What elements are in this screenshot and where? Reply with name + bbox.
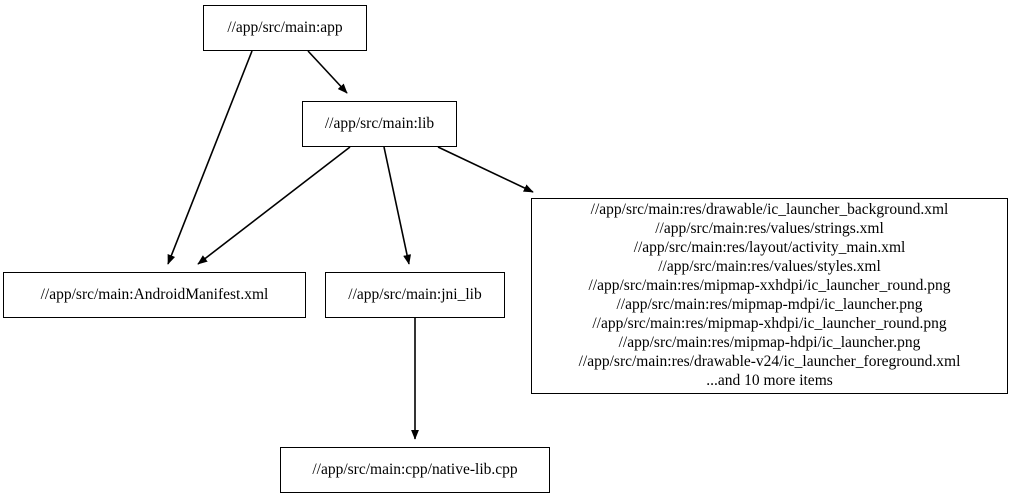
graph-node-native-lib-cpp-label: //app/src/main:cpp/native-lib.cpp	[312, 461, 518, 479]
graph-node-resources-line: //app/src/main:res/mipmap-xxhdpi/ic_laun…	[588, 277, 951, 295]
graph-node-lib-label: //app/src/main:lib	[324, 115, 435, 133]
edge-app-to-manifest	[167, 50, 253, 265]
graph-node-lib[interactable]: //app/src/main:lib	[302, 101, 457, 147]
graph-node-resources-group[interactable]: //app/src/main:res/drawable/ic_launcher_…	[531, 198, 1008, 394]
graph-node-app[interactable]: //app/src/main:app	[203, 5, 367, 51]
edge-lib-to-manifest	[197, 146, 351, 265]
edge-lib-to-jni-lib	[383, 146, 411, 265]
graph-node-resources-line: //app/src/main:res/drawable-v24/ic_launc…	[578, 352, 961, 370]
graph-node-app-label: //app/src/main:app	[227, 19, 343, 37]
graph-node-resources-line: //app/src/main:res/values/styles.xml	[658, 258, 881, 276]
edge-app-to-lib	[307, 50, 348, 94]
graph-node-android-manifest[interactable]: //app/src/main:AndroidManifest.xml	[3, 272, 306, 318]
graph-node-resources-line: //app/src/main:res/layout/activity_main.…	[633, 239, 906, 257]
graph-node-resources-line: //app/src/main:res/drawable/ic_launcher_…	[590, 201, 949, 219]
graph-node-resources-line: ...and 10 more items	[706, 371, 833, 389]
graph-node-resources-group-label: //app/src/main:res/drawable/ic_launcher_…	[540, 201, 999, 390]
graph-node-native-lib-cpp[interactable]: //app/src/main:cpp/native-lib.cpp	[280, 447, 550, 493]
graph-node-resources-line: //app/src/main:res/mipmap-hdpi/ic_launch…	[618, 333, 921, 351]
graph-node-android-manifest-label: //app/src/main:AndroidManifest.xml	[40, 286, 269, 304]
edge-lib-to-resources	[437, 146, 534, 193]
graph-node-jni-lib[interactable]: //app/src/main:jni_lib	[325, 272, 505, 318]
graph-node-resources-line: //app/src/main:res/mipmap-mdpi/ic_launch…	[616, 296, 923, 313]
graph-node-resources-line: //app/src/main:res/values/strings.xml	[655, 220, 884, 238]
graph-node-jni-lib-label: //app/src/main:jni_lib	[348, 286, 482, 304]
graph-node-resources-line: //app/src/main:res/mipmap-xhdpi/ic_launc…	[592, 314, 947, 332]
